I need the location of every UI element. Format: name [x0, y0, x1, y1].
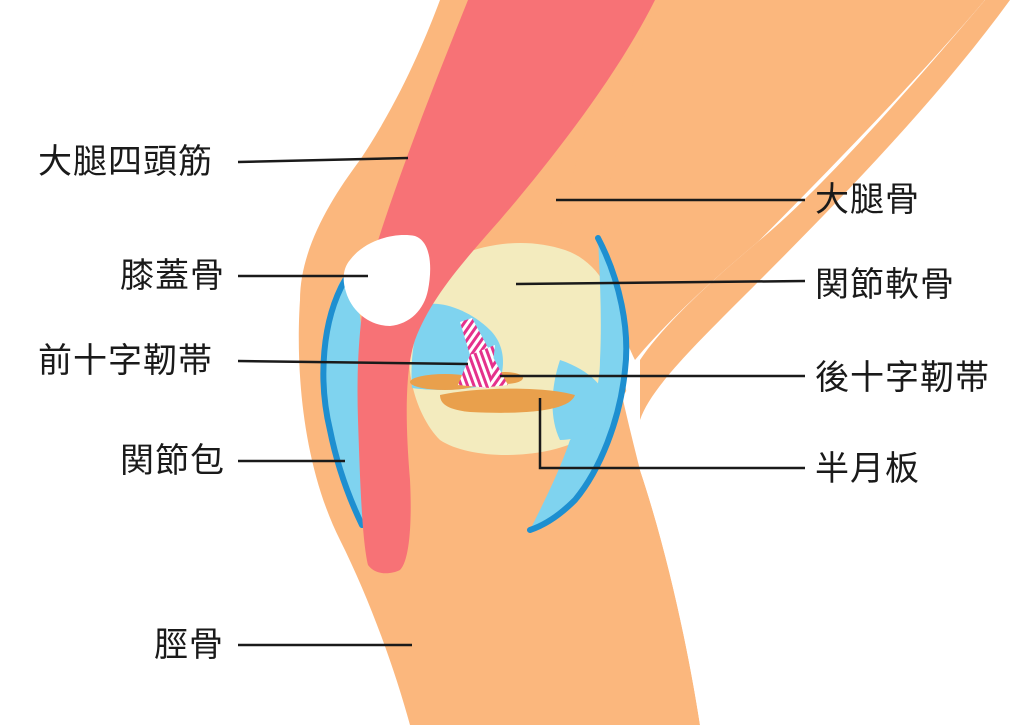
posterior-space — [600, 0, 1024, 725]
label-patella: 膝蓋骨 — [120, 256, 225, 296]
joint-capsule-outline-anterior — [320, 277, 365, 528]
quadriceps-muscle — [357, 0, 655, 574]
leader-line-meniscus — [538, 398, 805, 470]
joint-fluid-posterior — [530, 238, 627, 530]
leader-line-acl — [237, 359, 469, 366]
knee-cavity-gap — [560, 0, 655, 240]
label-meniscus: 半月板 — [815, 449, 920, 489]
joint-capsule-outline-posterior — [527, 235, 630, 533]
label-quadriceps: 大腿四頭筋 — [38, 142, 213, 182]
joint-fluid-lower — [552, 360, 609, 440]
leader-line-cartilage — [515, 279, 806, 286]
acl-ligament — [458, 345, 495, 388]
label-femur: 大腿骨 — [815, 180, 920, 220]
label-articular-cartilage: 関節軟骨 — [815, 265, 955, 305]
patella — [343, 235, 431, 326]
label-pcl: 後十字靭帯 — [815, 358, 990, 398]
label-tibia: 脛骨 — [154, 625, 224, 665]
label-acl: 前十字靭帯 — [38, 341, 213, 381]
calf-back — [640, 0, 1010, 420]
leader-line-quadriceps — [237, 156, 409, 164]
label-joint-capsule: 関節包 — [120, 441, 225, 481]
